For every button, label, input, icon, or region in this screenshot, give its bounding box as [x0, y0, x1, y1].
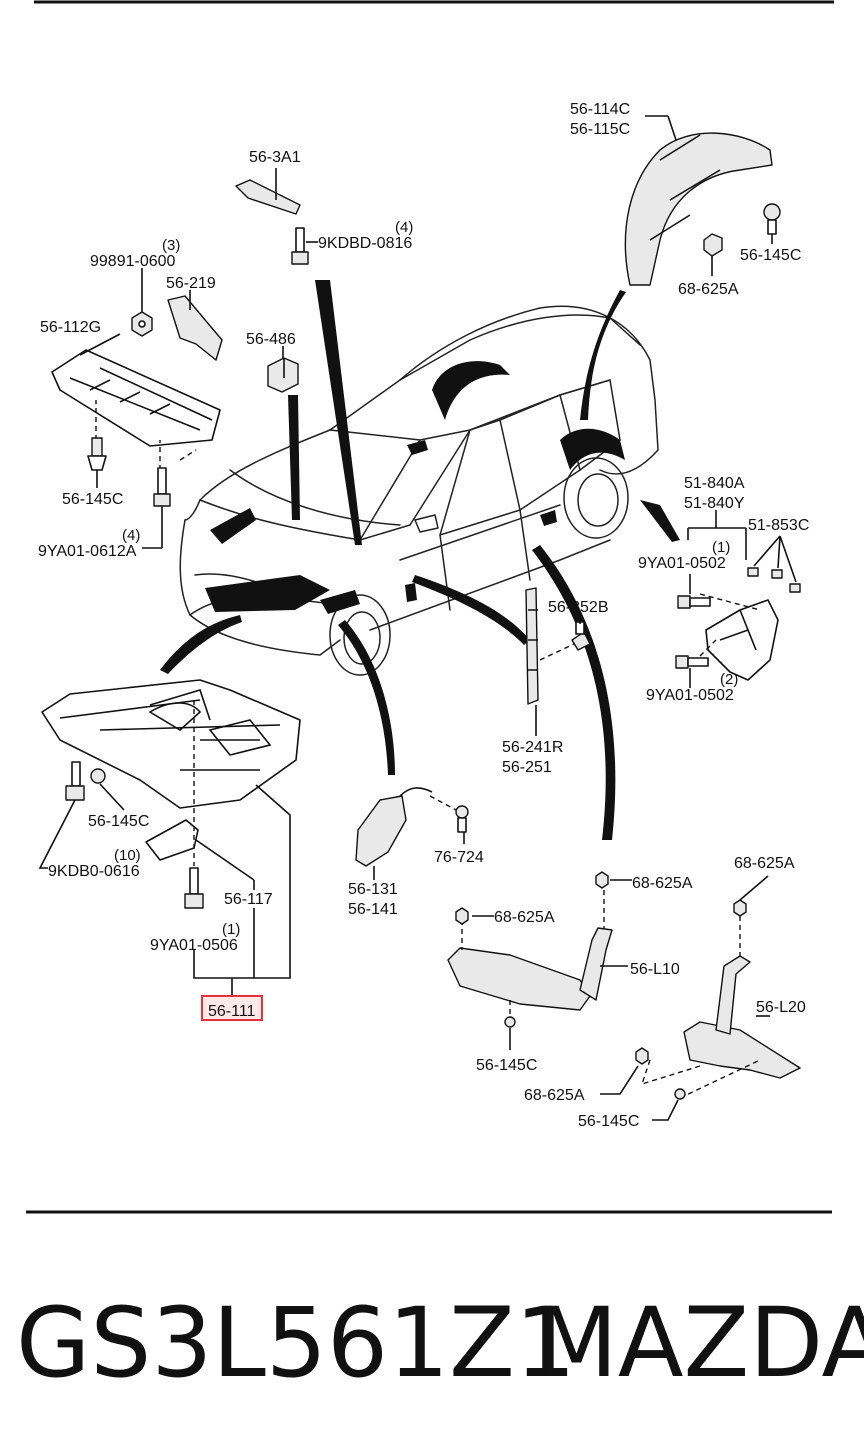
label-68-625a-d: 68-625A: [494, 909, 555, 926]
label-51-840y: 51-840Y: [684, 495, 745, 512]
label-9ya01-0506: 9YA01-0506: [150, 937, 238, 954]
clip-56-145c-lower-icon: [90, 768, 106, 784]
label-56-219: 56-219: [166, 275, 216, 292]
label-99891-0600: 99891-0600: [90, 253, 176, 270]
label-qty-2: (2): [720, 671, 738, 688]
bolt-9kdbd-0816-icon: [291, 227, 309, 265]
nut-68-625a-l10-b-icon: [595, 871, 609, 889]
brand-name: MAZDA: [535, 1287, 864, 1399]
part-56-l20-shape: [683, 1021, 801, 1079]
part-56-112g-shape: [51, 349, 221, 447]
label-68-625a-e: 68-625A: [524, 1087, 585, 1104]
label-9ya01-0612a: 9YA01-0612A: [38, 543, 137, 560]
label-56-145c-b: 56-145C: [740, 247, 801, 264]
label-51-853c: 51-853C: [748, 517, 809, 534]
nut-68-625a-l20-a-icon: [733, 899, 747, 917]
bolt-9ya01-0506-icon: [184, 867, 204, 909]
label-56-145c-d: 56-145C: [476, 1057, 537, 1074]
clip-56-145c-l20-icon: [674, 1088, 686, 1100]
clip-51-853c-icon: [747, 567, 801, 593]
nut-68-625a-icon: [703, 233, 723, 257]
label-56-141: 56-141: [348, 901, 398, 918]
part-56-486-icon: [267, 357, 299, 393]
label-76-724: 76-724: [434, 849, 484, 866]
label-56-145c-a: 56-145C: [62, 491, 123, 508]
bolt-9kdb0-0616-icon: [65, 761, 85, 801]
label-56-l10: 56-L10: [630, 961, 680, 978]
bolt-9ya01-0612a-icon: [153, 467, 171, 507]
label-56-486: 56-486: [246, 331, 296, 348]
part-56-3a1-shape: [235, 179, 301, 215]
label-56-852b: 56-852B: [548, 599, 609, 616]
label-9ya01-0502-b: 9YA01-0502: [646, 687, 734, 704]
part-number: GS3L561Z1: [16, 1287, 576, 1399]
clip-76-724-icon: [455, 805, 469, 833]
label-qty-1a: (1): [712, 539, 730, 556]
label-68-625a-c: 68-625A: [632, 875, 693, 892]
label-56-251: 56-251: [502, 759, 552, 776]
label-qty-4b: (4): [122, 527, 140, 544]
label-56-114c: 56-114C: [570, 101, 630, 118]
label-56-112g: 56-112G: [40, 319, 101, 336]
label-56-115c: 56-115C: [570, 121, 630, 138]
caption: GS3L561Z1 MAZDA: [0, 1288, 864, 1398]
label-9ya01-0502-a: 9YA01-0502: [638, 555, 726, 572]
clip-56-145c-right-icon: [763, 203, 781, 235]
part-56-114c-shape: [624, 132, 773, 286]
label-qty-1b: (1): [222, 921, 240, 938]
label-68-625a-b: 68-625A: [734, 855, 795, 872]
nut-68-625a-l20-b-icon: [635, 1047, 649, 1065]
label-56-145c-c: 56-145C: [88, 813, 149, 830]
part-51-840a-shape: [705, 599, 779, 681]
clip-56-145c-icon: [87, 437, 107, 471]
label-9kdbd-0816: 9KDBD-0816: [318, 235, 412, 252]
label-56-111: 56-111: [208, 1003, 256, 1020]
part-56-219-shape: [167, 295, 223, 361]
label-56-145c-e: 56-145C: [578, 1113, 639, 1130]
car-illustration: [160, 280, 680, 840]
nut-99891-0600-icon: [131, 311, 153, 337]
clip-56-145c-l10-icon: [504, 1016, 516, 1028]
highlight-box: [201, 995, 263, 1021]
label-56-131: 56-131: [348, 881, 398, 898]
clip-56-852b-icon: [571, 621, 591, 651]
bolt-9ya01-0502-a-icon: [677, 595, 711, 609]
label-56-l20: 56-L20: [756, 999, 806, 1016]
label-56-3a1: 56-3A1: [249, 149, 301, 166]
label-qty-3: (3): [162, 237, 180, 254]
label-56-241r: 56-241R: [502, 739, 563, 756]
label-56-117: 56-117: [224, 891, 273, 908]
label-qty-10: (10): [114, 847, 141, 864]
label-9kdb0-0616: 9KDB0-0616: [48, 863, 140, 880]
label-qty-4a: (4): [395, 219, 413, 236]
part-56-131-shape: [355, 795, 407, 867]
part-56-l10-shape: [447, 947, 591, 1011]
part-56-117-shape: [145, 819, 199, 861]
label-51-840a: 51-840A: [684, 475, 745, 492]
nut-68-625a-l10-a-icon: [455, 907, 469, 925]
label-68-625a-a: 68-625A: [678, 281, 739, 298]
part-56-241r-shape: [525, 587, 539, 705]
bolt-9ya01-0502-b-icon: [675, 655, 709, 669]
